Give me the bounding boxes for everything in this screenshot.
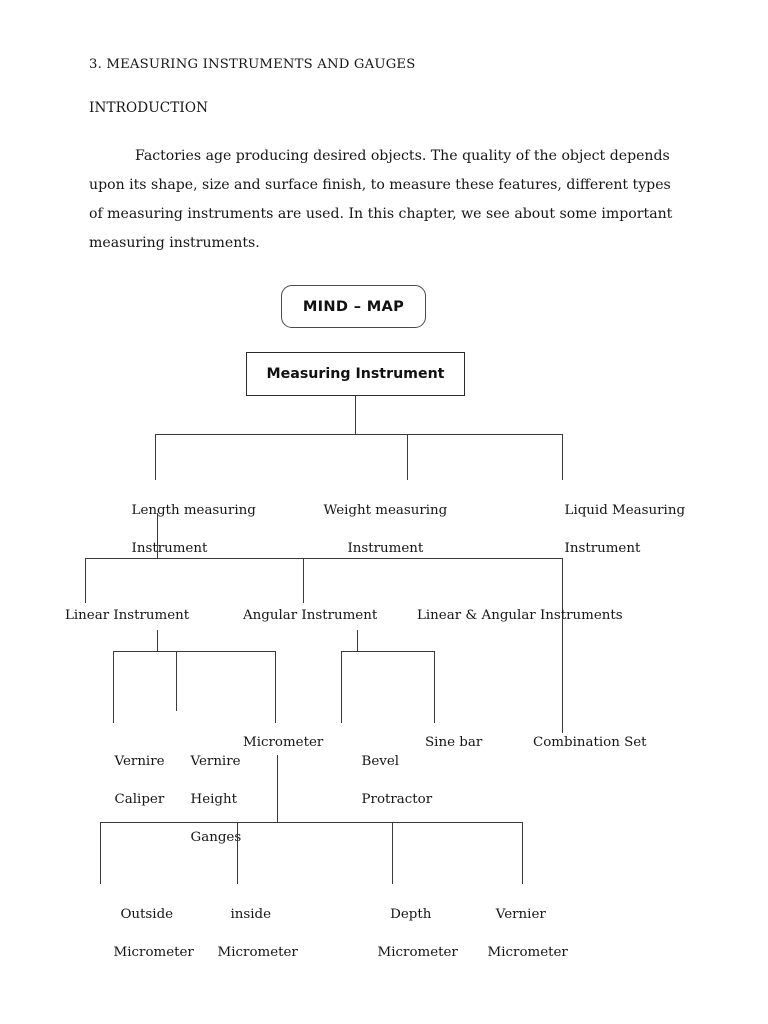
section-heading-introduction: INTRODUCTION (89, 100, 209, 116)
connector-angular-branch-2 (434, 651, 435, 723)
node-line-2: Micrometer (377, 945, 458, 960)
node-angular-instrument[interactable]: Angular Instrument (243, 608, 378, 623)
connector-level1-bus (155, 434, 563, 435)
node-length-measuring-instrument[interactable]: Length measuring Instrument (106, 482, 256, 577)
node-weight-measuring-instrument[interactable]: Weight measuring Instrument (298, 482, 448, 577)
connector-length-stem (157, 513, 158, 558)
node-line-1: Liquid Measuring (564, 503, 686, 518)
mind-map-title-box[interactable]: MIND – MAP (281, 285, 426, 328)
connector-micrometer-stem (277, 755, 278, 822)
node-line-2: Instrument (564, 541, 641, 556)
node-liquid-measuring-instrument[interactable]: Liquid Measuring Instrument (539, 482, 685, 577)
node-vernier-micrometer[interactable]: Vernier Micrometer (462, 886, 568, 981)
page-title: 3. MEASURING INSTRUMENTS AND GAUGES (89, 57, 416, 72)
node-line-2: Height (190, 792, 238, 807)
root-node-measuring-instrument[interactable]: Measuring Instrument (246, 352, 465, 396)
node-line-2: Instrument (347, 541, 424, 556)
connector-level4-branch-1 (100, 822, 101, 884)
connector-level2-branch-1 (85, 558, 86, 603)
node-line-1: Outside (120, 907, 174, 922)
connector-level4-bus (100, 822, 522, 823)
connector-level4-branch-3 (392, 822, 393, 884)
connector-level1-branch-2 (407, 434, 408, 480)
node-vernire-caliper[interactable]: Vernire Caliper (89, 733, 165, 828)
connector-angular-bus (341, 651, 434, 652)
connector-linear-branch-1 (113, 651, 114, 723)
node-vernire-height-ganges[interactable]: Vernire Height Ganges (165, 733, 242, 866)
node-line-1: Vernier (495, 907, 546, 922)
node-line-1: Vernire (190, 754, 241, 769)
node-line-1: Vernire (114, 754, 165, 769)
node-depth-micrometer[interactable]: Depth Micrometer (352, 886, 458, 981)
node-line-2: Protractor (361, 792, 433, 807)
node-line-2: Caliper (114, 792, 165, 807)
connector-linear-branch-3 (275, 651, 276, 723)
connector-linear-stem (157, 630, 158, 651)
introduction-paragraph: Factories age producing desired objects.… (89, 148, 673, 251)
node-line-2: Micrometer (217, 945, 298, 960)
node-line-3: Ganges (190, 830, 242, 845)
connector-level1-branch-1 (155, 434, 156, 480)
node-line-2: Micrometer (487, 945, 568, 960)
connector-level4-branch-2 (237, 822, 238, 884)
connector-linear-bus (113, 651, 275, 652)
node-combination-set[interactable]: Combination Set (533, 735, 647, 750)
connector-root-stem (355, 396, 356, 434)
node-line-1: Length measuring (131, 503, 256, 518)
node-line-1: Depth (390, 907, 432, 922)
node-micrometer[interactable]: Micrometer (243, 735, 324, 750)
node-line-1: inside (230, 907, 272, 922)
connector-linear-branch-2 (176, 651, 177, 711)
connector-level2-branch-3 (562, 558, 563, 733)
connector-angular-branch-1 (341, 651, 342, 723)
node-inside-micrometer[interactable]: inside Micrometer (192, 886, 298, 981)
connector-level1-branch-3 (562, 434, 563, 480)
connector-angular-stem (357, 630, 358, 651)
connector-level2-branch-2 (303, 558, 304, 603)
node-sine-bar[interactable]: Sine bar (425, 735, 483, 750)
connector-level4-branch-4 (522, 822, 523, 884)
connector-level2-bus (85, 558, 563, 559)
node-linear-and-angular-instruments[interactable]: Linear & Angular Instruments (417, 608, 623, 623)
node-line-1: Bevel (361, 754, 400, 769)
node-line-1: Weight measuring (323, 503, 448, 518)
node-line-2: Instrument (131, 541, 208, 556)
node-bevel-protractor[interactable]: Bevel Protractor (336, 733, 433, 828)
node-outside-micrometer[interactable]: Outside Micrometer (88, 886, 194, 981)
node-linear-instrument[interactable]: Linear Instrument (65, 608, 190, 623)
node-line-2: Micrometer (113, 945, 194, 960)
